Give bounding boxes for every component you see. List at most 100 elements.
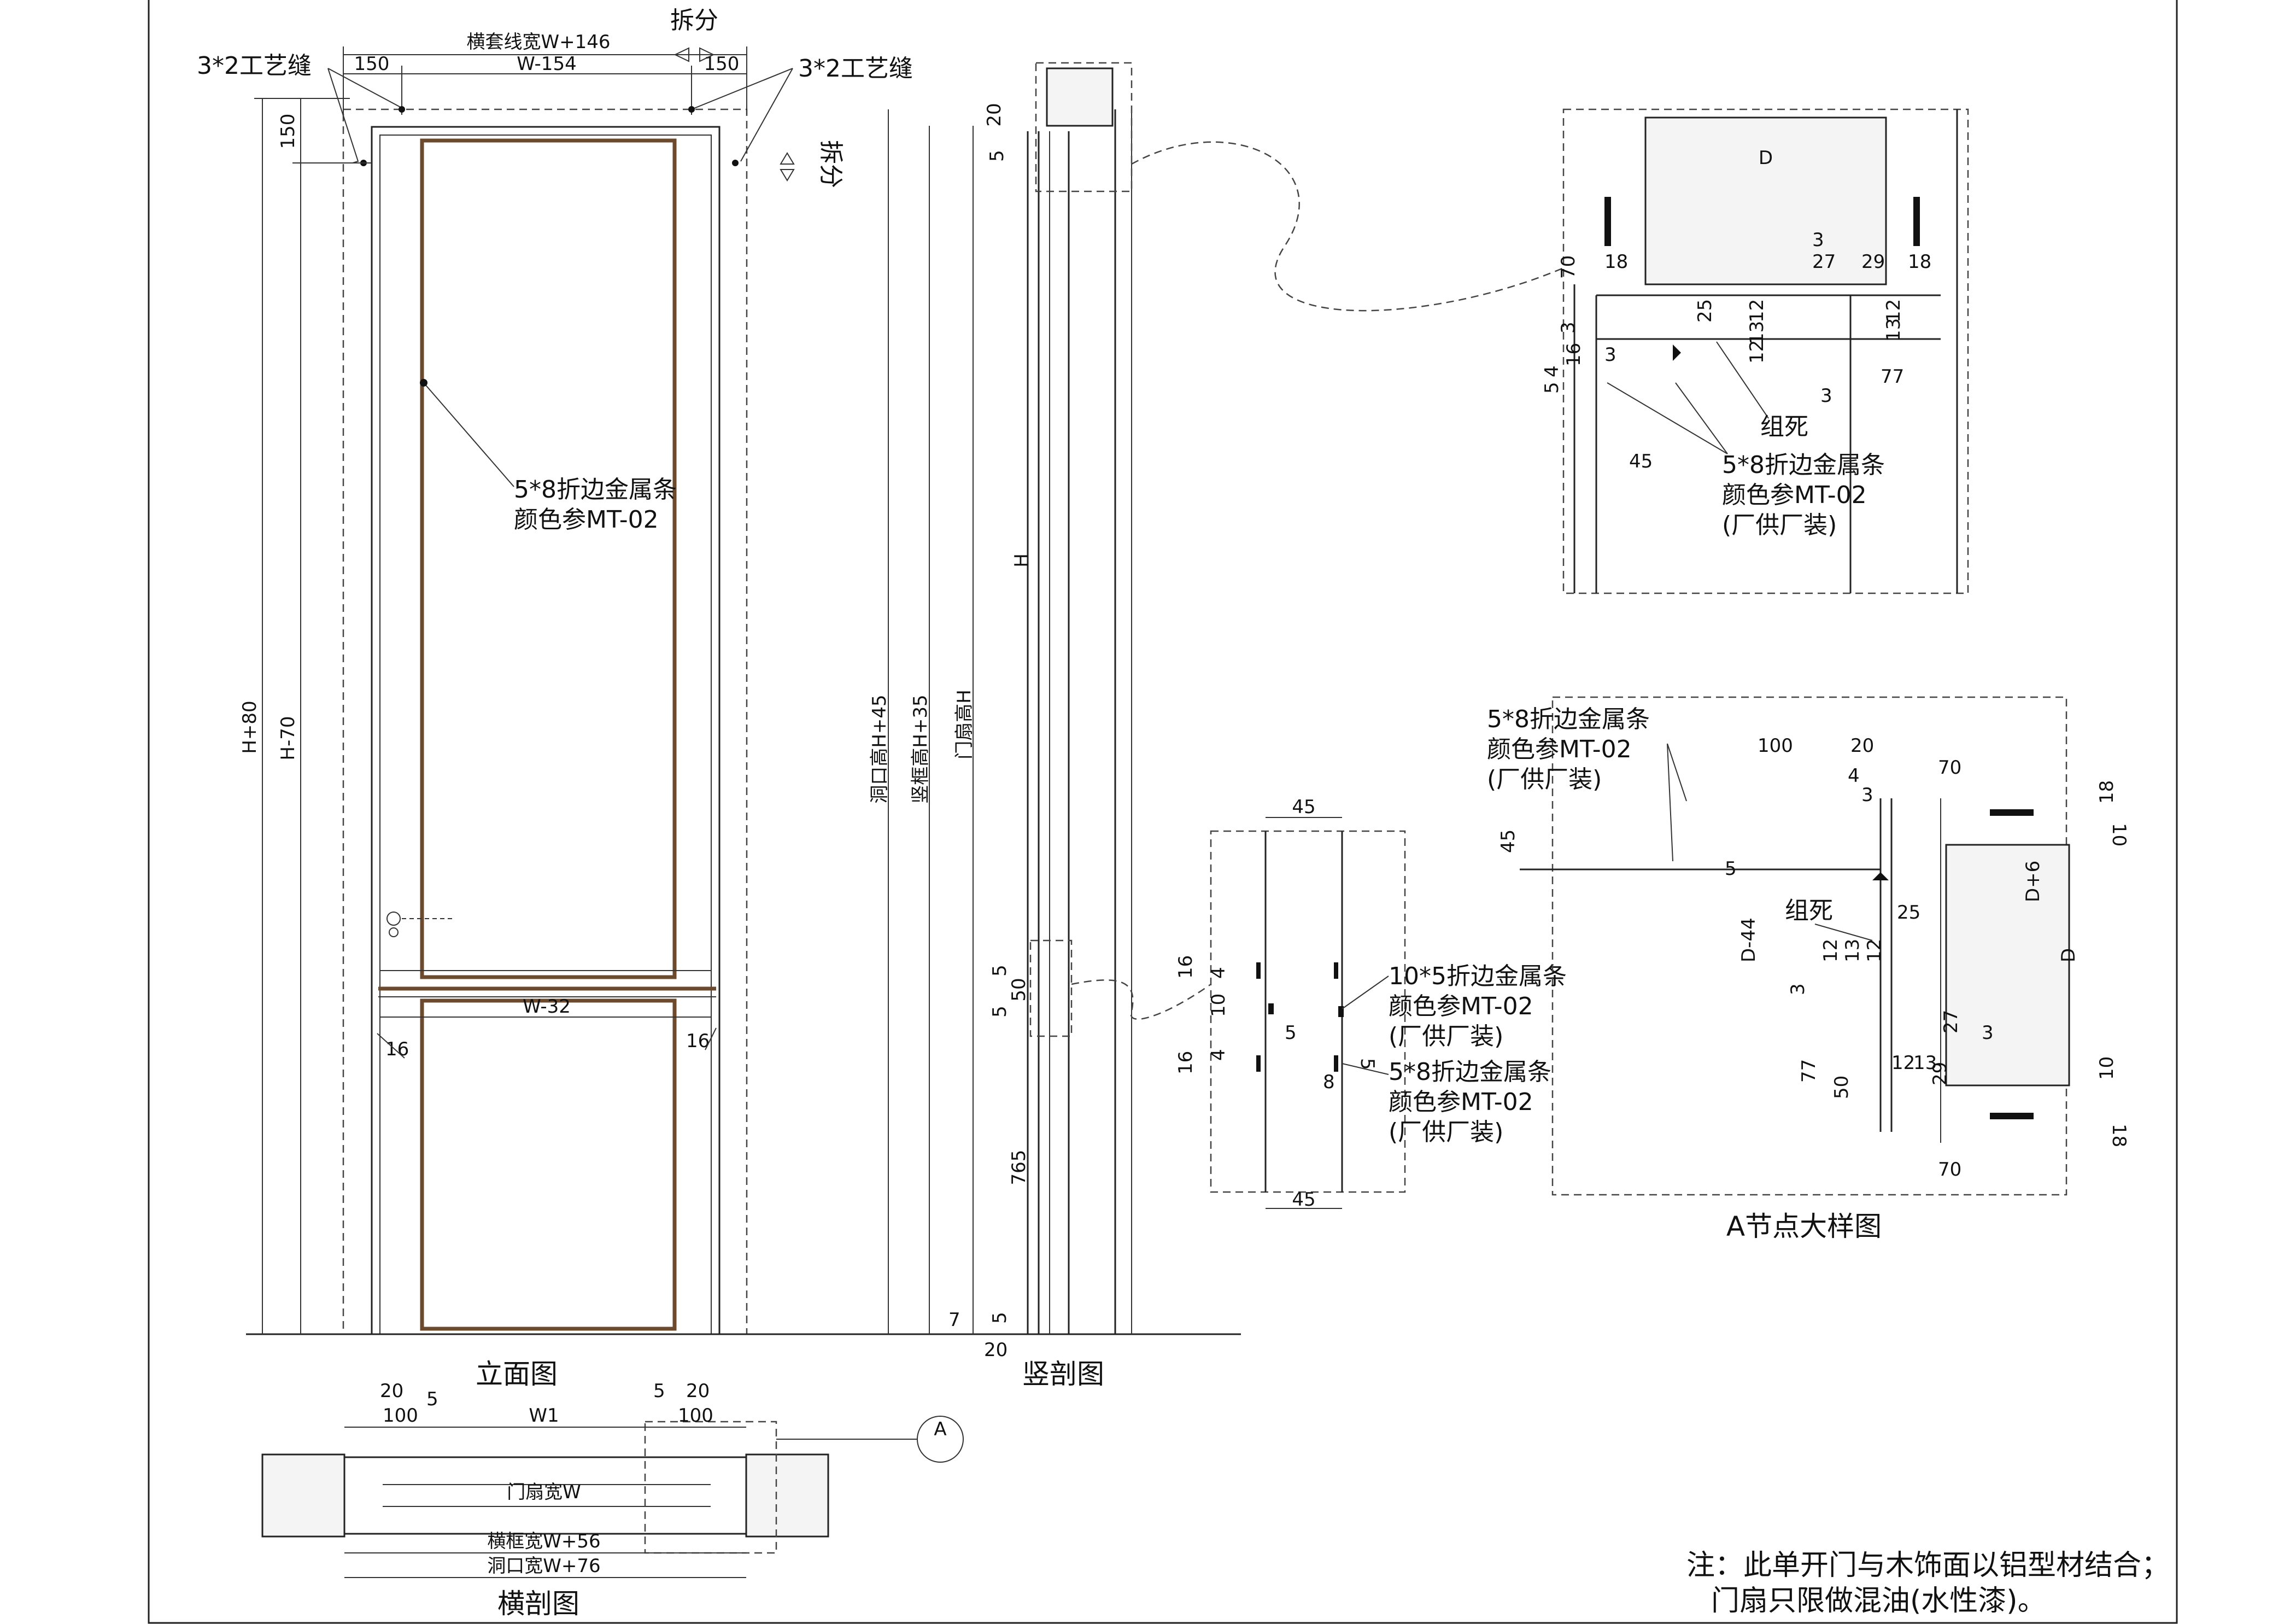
- split-top-label: 拆分: [670, 7, 718, 34]
- a-color-label: 颜色参MT-02: [1487, 735, 1632, 763]
- a-strip-label: 5*8折边金属条: [1487, 705, 1650, 733]
- a-dim-3-a: 3: [1861, 784, 1873, 806]
- rail-dim-4-a: 4: [1208, 967, 1229, 979]
- head-dim-77: 77: [1881, 366, 1904, 388]
- dim-150-vertical: 150: [277, 114, 299, 149]
- a-dim-12-c: 12: [1891, 1052, 1915, 1074]
- a-dim-18-top: 18: [2096, 780, 2118, 804]
- a-dim-4: 4: [1848, 765, 1860, 787]
- elevation-title: 立面图: [476, 1358, 558, 1390]
- elevation-color-label: 颜色参MT-02: [514, 506, 659, 534]
- a-node-concrete: [1945, 844, 2070, 1086]
- dim-w-minus-154: W-154: [517, 53, 576, 75]
- hsec-dim-100-a: 100: [383, 1405, 418, 1427]
- dim-h-minus-70: H-70: [277, 716, 299, 760]
- split-top-icon: [673, 47, 715, 62]
- head-dim-16: 16: [1563, 343, 1585, 366]
- rail-color-2: 颜色参MT-02: [1389, 1088, 1533, 1116]
- head-dim-27: 27: [1812, 251, 1836, 273]
- a-factory-label: (厂供厂装): [1487, 766, 1602, 793]
- rail-detail-view: 45 45 16 4 10 4 16 5 5 8 10*5折边金属条 颜色参MT…: [1175, 796, 1567, 1211]
- sheet-border: [148, 0, 2178, 1624]
- dim-h-plus-80: H+80: [239, 700, 261, 753]
- rail-dim-16-a: 16: [1175, 955, 1197, 979]
- dim-16-left: 16: [385, 1038, 409, 1060]
- head-dim-13-a: 13: [1746, 321, 1768, 344]
- hsec-dim-100-b: 100: [678, 1405, 713, 1427]
- vertical-section-title: 竖剖图: [1022, 1358, 1104, 1390]
- vsec-dim-7: 7: [948, 1309, 960, 1331]
- a-dim-d-minus-44: D-44: [1738, 918, 1760, 962]
- vsec-frame-height: 竖框高H+35: [910, 694, 932, 803]
- head-dim-3-top: 3: [1812, 229, 1824, 251]
- a-node-detail-view: 100 20 70 70 45 4 3 5 18 10 25 D+6 D 12 …: [1487, 696, 2130, 1242]
- vsec-dim-765: 765: [1008, 1150, 1030, 1185]
- frame-inner: [379, 135, 712, 1335]
- a-dim-100: 100: [1758, 735, 1793, 757]
- vsec-dim-50: 50: [1008, 978, 1030, 1001]
- wall-right: [745, 1453, 829, 1538]
- vsec-leaf-height: 门扇高H: [953, 690, 975, 760]
- leader-curve-top: [1131, 141, 1564, 312]
- head-dim-5: 5: [1541, 382, 1563, 394]
- a-dim-77: 77: [1798, 1059, 1820, 1083]
- notes-block: 注：此单开门与木饰面以铝型材结合； 门扇只限做混油(水性漆)。: [1686, 1549, 2170, 1617]
- a-dim-50: 50: [1831, 1076, 1853, 1099]
- rail-dim-16-b: 16: [1175, 1051, 1197, 1074]
- vsec-dim-20-bottom: 20: [984, 1339, 1008, 1361]
- head-dim-4: 4: [1541, 365, 1563, 377]
- rail-dim-5: 5: [1285, 1022, 1297, 1044]
- hsec-dim-20-a: 20: [380, 1380, 403, 1402]
- a-dim-18-bottom: 18: [2108, 1124, 2130, 1147]
- a-dim-12-b: 12: [1864, 939, 1885, 962]
- head-dim-3-c: 3: [1820, 385, 1832, 407]
- a-dim-25: 25: [1897, 902, 1920, 924]
- head-dim-29: 29: [1861, 251, 1885, 273]
- a-dim-5: 5: [1725, 858, 1737, 880]
- rail-dim-5-b: 5: [1356, 1058, 1378, 1070]
- head-detail-view: D 18 18 27 29 3 70 25 12 13 12 12 13 3 3…: [1541, 108, 1969, 594]
- a-dim-20: 20: [1850, 735, 1874, 757]
- head-factory-label: (厂供厂装): [1722, 511, 1837, 539]
- note-line-1: 注：此单开门与木饰面以铝型材结合；: [1686, 1549, 2170, 1582]
- a-dim-27: 27: [1940, 1010, 1962, 1033]
- rail-factory-2: (厂供厂装): [1389, 1118, 1503, 1146]
- vsec-dim-20-top: 20: [983, 103, 1005, 126]
- a-dim-45: 45: [1497, 829, 1519, 853]
- horizontal-section-view: A 20 100 5 W1 5 20 100 门扇宽W 横框宽W+56 洞口宽W…: [261, 1380, 964, 1620]
- head-dim-12-c: 12: [1883, 299, 1905, 323]
- head-dim-12-a: 12: [1746, 299, 1768, 323]
- upper-panel: [420, 138, 677, 979]
- rail-strip-5x8: 5*8折边金属条: [1389, 1058, 1551, 1086]
- door-handle-icon: [386, 912, 454, 937]
- head-assembled-label: 组死: [1760, 413, 1808, 441]
- dim-w-minus-32: W-32: [523, 996, 571, 1018]
- a-node-title: A节点大样图: [1726, 1211, 1882, 1242]
- craft-gap-right-label: 3*2工艺缝: [798, 55, 913, 83]
- rail-dim-10: 10: [1208, 994, 1229, 1017]
- hsec-opening-width: 洞口宽W+76: [487, 1555, 600, 1577]
- elevation-strip-label: 5*8折边金属条: [514, 476, 677, 504]
- a-dim-d: D: [2058, 948, 2080, 962]
- vsec-opening-height: 洞口高H+45: [869, 694, 891, 803]
- rail-strip-10x5: 10*5折边金属条: [1389, 962, 1567, 990]
- a-dim-13-a: 13: [1842, 939, 1864, 962]
- head-dim-12-b: 12: [1746, 340, 1768, 364]
- hsec-dim-5-a: 5: [426, 1388, 438, 1410]
- a-dim-3-c: 3: [1982, 1022, 1994, 1044]
- vsec-dim-5-top: 5: [986, 150, 1008, 162]
- a-dim-10-top: 10: [2108, 823, 2130, 846]
- head-dim-3-b: 3: [1604, 344, 1616, 366]
- a-dim-3-b: 3: [1787, 983, 1809, 995]
- hsec-door-leaf-width: 门扇宽W: [507, 1481, 581, 1503]
- hsec-dim-5-b: 5: [653, 1380, 665, 1402]
- rail-color-1: 颜色参MT-02: [1389, 992, 1533, 1020]
- horizontal-section-title: 横剖图: [497, 1588, 579, 1620]
- vsec-dim-h: H: [1011, 553, 1033, 568]
- split-right-icon: [780, 152, 795, 182]
- a-assembled-label: 组死: [1785, 897, 1833, 925]
- a-dim-70-bottom: 70: [1938, 1159, 1961, 1181]
- elevation-view: 横套线宽W+146 W-154 150 150 拆分 拆分 3*2工艺缝 3*2…: [197, 7, 1241, 1390]
- mid-detail-box: [1029, 939, 1073, 1037]
